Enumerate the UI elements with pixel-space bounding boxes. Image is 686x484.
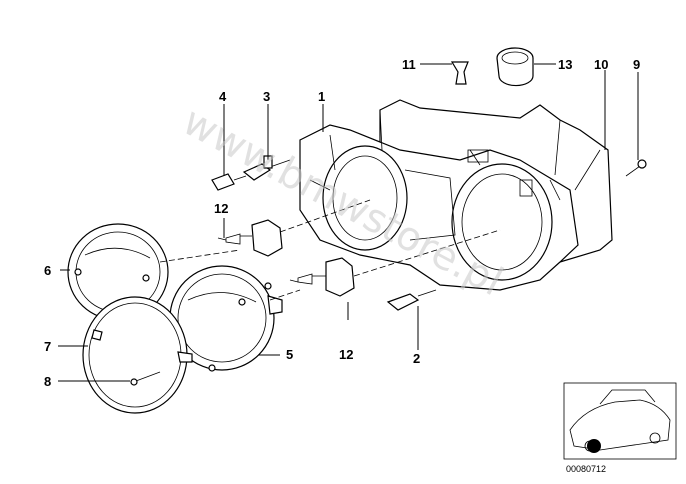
callout-13: 13: [558, 57, 572, 72]
assembly-lines: [159, 199, 501, 301]
retaining-ring-7: [82, 296, 193, 414]
adjusting-screw-2: [386, 289, 437, 311]
vehicle-thumbnail: 00080712: [563, 382, 677, 474]
leader-lines: [58, 63, 639, 382]
callout-5: 5: [286, 347, 293, 362]
callout-9: 9: [633, 57, 640, 72]
callout-4: 4: [219, 89, 227, 104]
callout-1: 1: [318, 89, 325, 104]
bulb-socket-12-lower: [289, 257, 355, 297]
callout-2: 2: [413, 351, 420, 366]
callout-6: 6: [44, 263, 51, 278]
adjusting-screw-4: [211, 173, 247, 191]
clip-11: [450, 61, 469, 85]
location-marker-icon: [587, 439, 601, 453]
callout-7: 7: [44, 339, 51, 354]
screw-8: [130, 371, 161, 386]
callout-10: 10: [594, 57, 608, 72]
diagram-code: 00080712: [566, 464, 606, 474]
callout-12-lower: 12: [339, 347, 353, 362]
callout-8: 8: [44, 374, 51, 389]
callout-3: 3: [263, 89, 270, 104]
screw-9: [625, 159, 647, 177]
bulb-socket-12-upper: [217, 219, 283, 257]
headlight-carrier-housing: [299, 99, 613, 291]
cap-13: [496, 47, 534, 87]
headlight-5: [169, 265, 283, 372]
callout-labels: 1 2 3 4 5 6 7 8 9 10 11 12 12 13: [44, 57, 640, 389]
callout-12-upper: 12: [214, 201, 228, 216]
callout-11: 11: [402, 57, 416, 72]
